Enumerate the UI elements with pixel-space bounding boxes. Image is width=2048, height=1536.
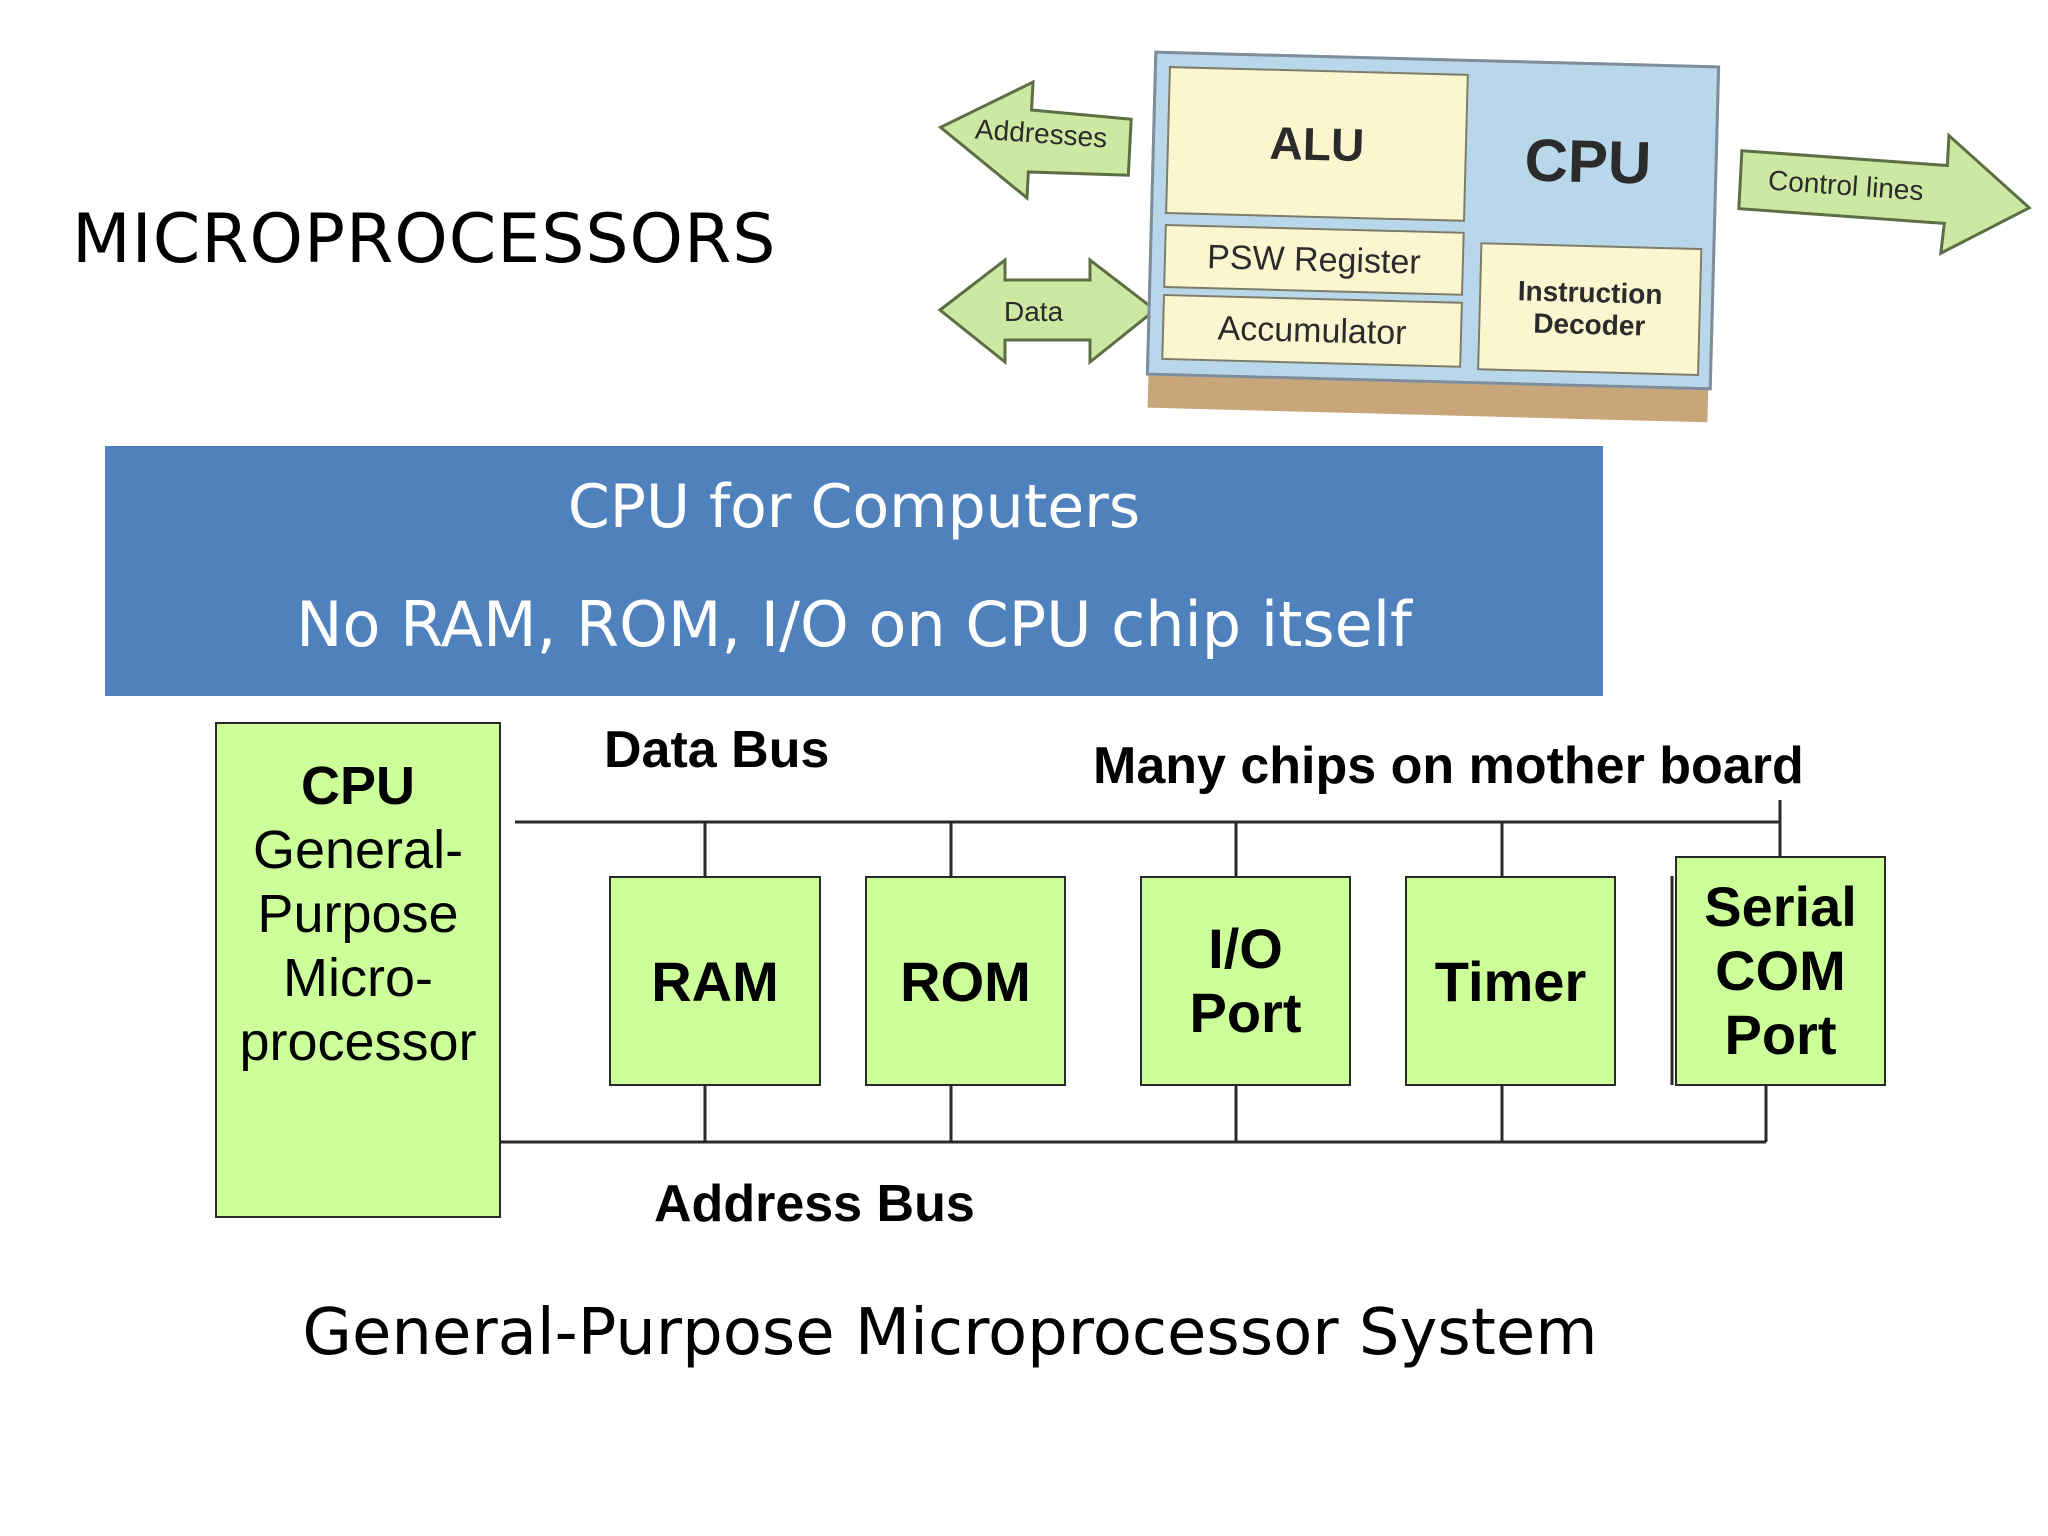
serial-line-1: Serial — [1704, 875, 1857, 938]
control-lines-arrow — [1737, 132, 2032, 256]
arrows-layer — [937, 79, 2032, 366]
ram-box: RAM — [609, 876, 821, 1086]
address-bus-label: Address Bus — [654, 1175, 975, 1233]
cpu-box-line-2: Purpose — [257, 884, 459, 944]
diagram-caption: General-Purpose Microprocessor System — [302, 1296, 1598, 1370]
ram-label: RAM — [651, 949, 779, 1013]
cpu-box-line-4: processor — [239, 1012, 477, 1072]
serial-com-port-box: Serial COM Port — [1675, 856, 1886, 1086]
cpu-box: CPU General- Purpose Micro- processor — [215, 722, 501, 1218]
motherboard-note: Many chips on mother board — [1093, 737, 1804, 795]
slide-title: MICROPROCESSORS — [72, 200, 777, 279]
banner: CPU for Computers No RAM, ROM, I/O on CP… — [105, 446, 1603, 696]
timer-box: Timer — [1405, 876, 1616, 1086]
serial-line-2: COM — [1715, 939, 1846, 1002]
cpu-box-line-3: Micro- — [283, 948, 433, 1008]
io-port-line-2: Port — [1189, 981, 1302, 1044]
data-bus-label: Data Bus — [604, 721, 830, 779]
banner-line-1: CPU for Computers — [567, 472, 1141, 542]
rom-box: ROM — [865, 876, 1066, 1086]
io-port-box: I/O Port — [1140, 876, 1351, 1086]
io-port-line-1: I/O — [1208, 917, 1283, 980]
cpu-box-line-1: General- — [252, 820, 464, 880]
data-label: Data — [1004, 296, 1064, 327]
serial-line-3: Port — [1724, 1003, 1837, 1066]
cpu-box-title: CPU — [300, 756, 415, 816]
rom-label: ROM — [900, 949, 1031, 1013]
banner-line-2: No RAM, ROM, I/O on CPU chip itself — [296, 588, 1412, 661]
addresses-arrow — [937, 79, 1133, 201]
timer-label: Timer — [1434, 949, 1587, 1013]
